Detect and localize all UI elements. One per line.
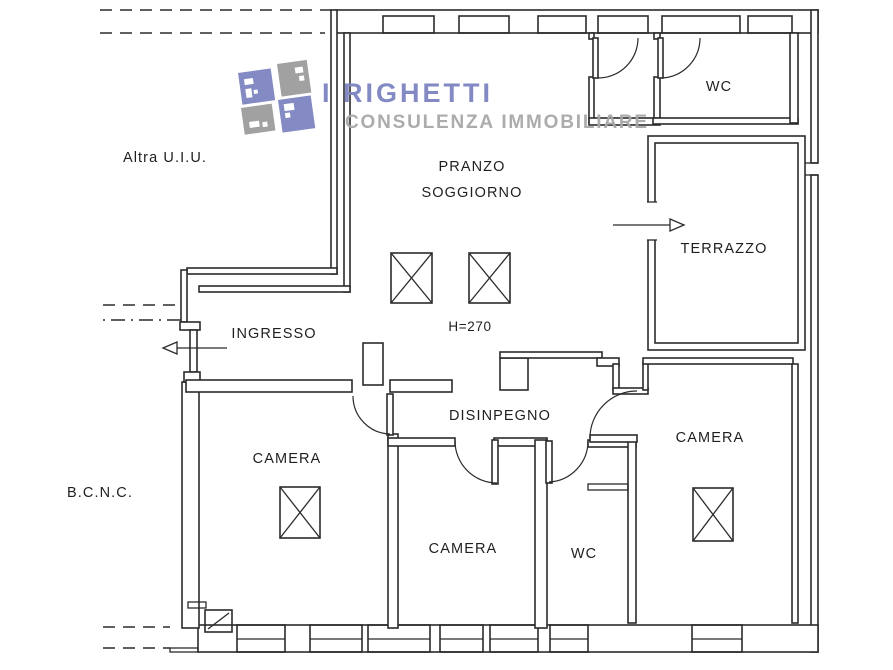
- bedroom-center-label: CAMERA: [429, 541, 498, 557]
- living-room-west-wall: [186, 9, 351, 293]
- common-area-label: B.C.N.C.: [67, 485, 133, 501]
- terrace-arrow-icon: [669, 218, 686, 232]
- entrance-arrow-icon: [161, 341, 178, 355]
- living-room-label-line2: SOGGIORNO: [422, 185, 523, 201]
- terrace-label: TERRAZZO: [681, 241, 768, 257]
- agency-tagline-text: CONSULENZA IMMOBILIARE: [345, 112, 649, 133]
- hallway-label: DISINPEGNO: [449, 408, 551, 424]
- other-unit-label: Altra U.I.U.: [123, 150, 207, 166]
- shaft-box: [468, 252, 511, 304]
- exterior-walls: [169, 9, 819, 653]
- shaft-box: [390, 252, 433, 304]
- bedroom-left-label: CAMERA: [253, 451, 322, 467]
- boundary-dashed-lines: [100, 9, 336, 649]
- interior-doors: [352, 390, 638, 485]
- wc-bottom-label: WC: [571, 546, 597, 562]
- agency-brand-text: I RIGHETTI: [322, 78, 493, 108]
- wc-top-label: WC: [706, 79, 732, 95]
- top-windows: [382, 15, 793, 34]
- room-labels: Altra U.I.U. PRANZO SOGGIORNO WC TERRAZZ…: [67, 79, 768, 562]
- ceiling-height-label: H=270: [448, 319, 491, 334]
- bedroom-right-label: CAMERA: [676, 430, 745, 446]
- living-room-label-line1: PRANZO: [438, 159, 505, 175]
- wc-top-walls: [588, 32, 799, 126]
- shaft-box: [279, 486, 321, 539]
- interior-walls: [185, 342, 799, 629]
- terrace-walls: [613, 135, 806, 351]
- shaft-boxes: [279, 252, 734, 542]
- shaft-box: [692, 487, 734, 542]
- entrance-door: [161, 269, 227, 383]
- agency-watermark: I RIGHETTI CONSULENZA IMMOBILIARE: [238, 59, 649, 135]
- bottom-windows: [236, 624, 743, 653]
- entrance-label: INGRESSO: [231, 326, 316, 342]
- agency-logo-icon: [238, 59, 316, 135]
